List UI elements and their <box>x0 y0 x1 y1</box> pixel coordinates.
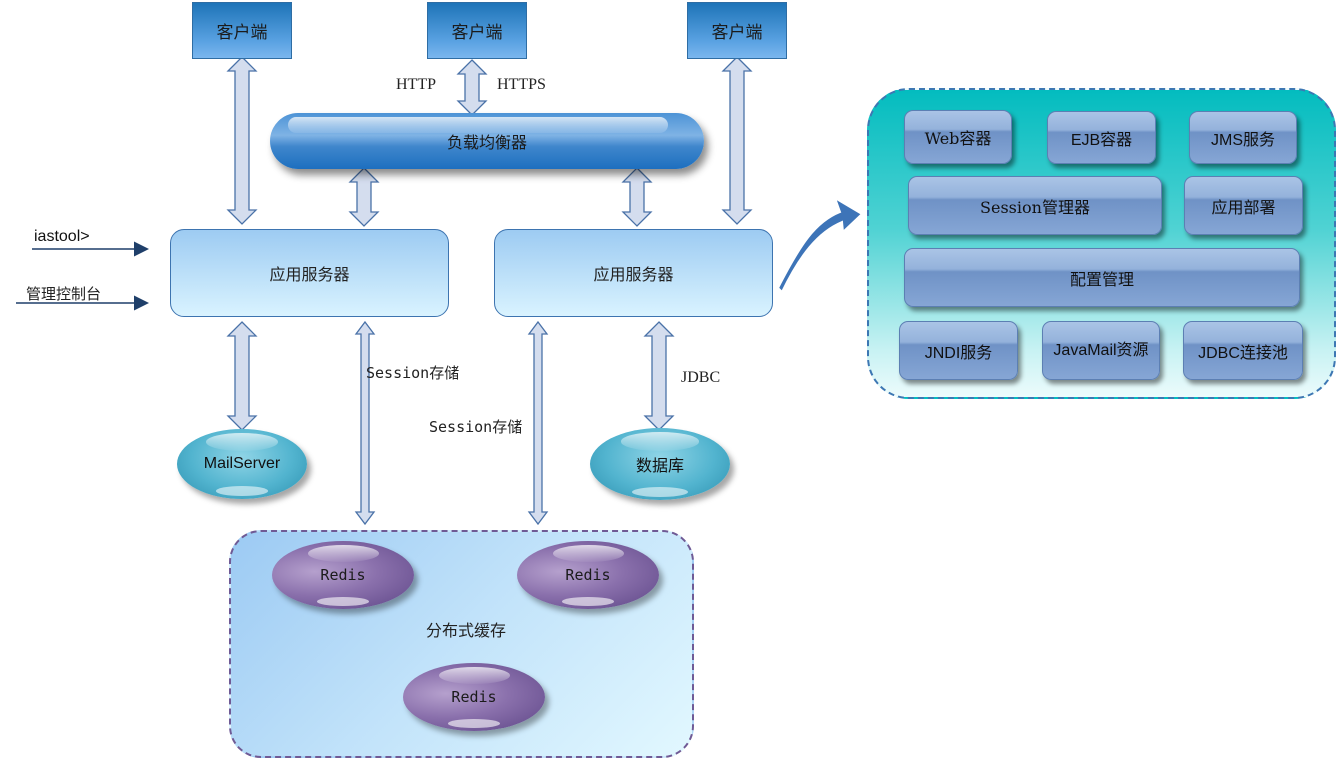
gloss-highlight <box>438 667 510 685</box>
jdbc-arrow <box>643 321 675 431</box>
mail-server-label: MailServer <box>203 455 281 472</box>
client-left-arrow <box>226 56 258 225</box>
client-label: 客户端 <box>216 23 268 43</box>
lb-right-arrow <box>621 167 653 227</box>
gloss-highlight <box>552 545 624 563</box>
client-center-arrow <box>456 59 488 116</box>
session-right-arrow <box>527 320 549 526</box>
mail-arrow <box>226 321 258 431</box>
gloss-highlight <box>288 117 668 133</box>
client-label: 客户端 <box>451 23 503 43</box>
redis-node-top-left: Redis <box>272 541 414 609</box>
module-config-management: 配置管理 <box>904 248 1300 307</box>
load-balancer: 负载均衡器 <box>270 113 704 169</box>
module-label: EJB容器 <box>1070 131 1133 149</box>
module-label: Web容器 <box>924 129 992 148</box>
app-server-left: 应用服务器 <box>170 229 449 317</box>
module-label: 配置管理 <box>1069 269 1134 289</box>
app-server-label: 应用服务器 <box>269 265 350 284</box>
http-label: HTTP <box>396 76 436 93</box>
load-balancer-label: 负载均衡器 <box>446 133 527 152</box>
app-server-right: 应用服务器 <box>494 229 773 317</box>
gloss-highlight <box>562 597 614 607</box>
module-label: JNDI服务 <box>924 344 993 362</box>
https-label: HTTPS <box>497 76 546 93</box>
gloss-highlight <box>620 432 700 452</box>
mail-server-node: MailServer <box>177 429 307 499</box>
gloss-highlight <box>448 719 500 729</box>
jdbc-label: JDBC <box>681 369 721 386</box>
iastool-label: iastool> <box>34 228 90 245</box>
module-session-manager: Session管理器 <box>908 176 1162 235</box>
module-jms-service: JMS服务 <box>1189 111 1297 164</box>
redis-label: Redis <box>320 566 366 584</box>
module-jndi-service: JNDI服务 <box>899 321 1018 380</box>
database-label: 数据库 <box>635 456 684 475</box>
session-store-label-2: Session存储 <box>429 418 523 436</box>
redis-node-top-right: Redis <box>517 541 659 609</box>
gloss-highlight <box>216 486 268 497</box>
module-javamail-resource: JavaMail资源 <box>1042 321 1160 380</box>
distributed-cache-label: 分布式缓存 <box>426 621 507 640</box>
module-label: JavaMail资源 <box>1053 341 1149 359</box>
module-label: 应用部署 <box>1211 197 1276 217</box>
gloss-highlight <box>632 487 688 498</box>
detail-curved-arrow <box>776 195 864 294</box>
module-app-deployment: 应用部署 <box>1184 176 1303 235</box>
module-web-container: Web容器 <box>904 110 1012 164</box>
client-box-center: 客户端 <box>427 2 527 59</box>
client-box-right: 客户端 <box>687 2 787 59</box>
gloss-highlight <box>205 433 279 452</box>
lb-left-arrow <box>348 167 380 227</box>
module-label: JMS服务 <box>1210 131 1275 149</box>
database-node: 数据库 <box>590 428 730 500</box>
client-label: 客户端 <box>711 23 763 43</box>
redis-label: Redis <box>565 566 611 584</box>
app-server-label: 应用服务器 <box>593 265 674 284</box>
admin-console-label: 管理控制台 <box>26 285 102 303</box>
gloss-highlight <box>317 597 369 607</box>
module-label: Session管理器 <box>980 197 1090 217</box>
client-box-left: 客户端 <box>192 2 292 59</box>
session-store-label-1: Session存储 <box>366 364 460 382</box>
gloss-highlight <box>307 545 379 563</box>
client-right-arrow <box>721 56 753 225</box>
module-ejb-container: EJB容器 <box>1047 111 1156 164</box>
module-label: JDBC连接池 <box>1198 344 1288 362</box>
redis-node-bottom: Redis <box>403 663 545 731</box>
module-jdbc-pool: JDBC连接池 <box>1183 321 1303 380</box>
session-left-arrow <box>354 320 376 526</box>
redis-label: Redis <box>451 688 497 706</box>
